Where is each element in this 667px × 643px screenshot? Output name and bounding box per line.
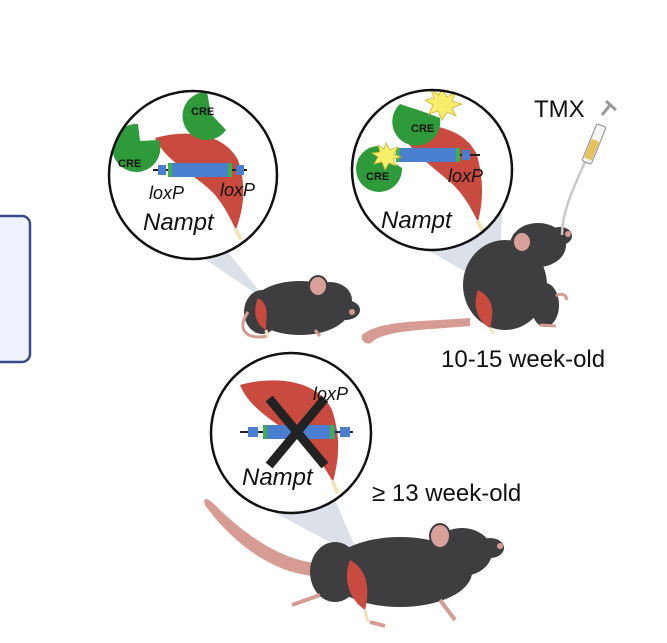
side-box	[0, 214, 32, 364]
gene-label-1: Nampt	[143, 209, 215, 236]
cross-line-2	[265, 395, 329, 469]
zoom-circle-1	[107, 89, 279, 261]
loxp-label-2: loxP	[448, 166, 483, 186]
gene-label-3: Nampt	[242, 464, 314, 491]
cre-enzyme-2a	[392, 104, 441, 146]
cre-enzyme-2b	[356, 145, 403, 192]
mouse-1	[241, 275, 360, 339]
cre-label-1a: CRE	[118, 158, 141, 170]
loxp-label-3: loxP	[313, 384, 348, 404]
tmx-label: TMX	[534, 96, 585, 123]
gene-bar-2	[398, 148, 456, 162]
muscle-1	[155, 133, 244, 230]
gene-bar-1	[170, 163, 230, 177]
cre-label-2b: CRE	[366, 171, 389, 183]
age-label-3: ≥ 13 week-old	[372, 480, 521, 507]
age-label-2: 10-15 week-old	[441, 346, 605, 373]
star-2b	[370, 142, 403, 171]
star-2a	[423, 90, 464, 121]
cre-label-2a: CRE	[411, 123, 434, 135]
zoom-circle-2	[350, 88, 514, 252]
cre-enzyme-1b	[182, 91, 226, 140]
loxp-label-1b: loxP	[220, 180, 255, 200]
mouse-2	[361, 223, 572, 344]
zoom-circle-3	[209, 351, 373, 515]
cre-label-1b: CRE	[191, 106, 214, 118]
tmx-syringe	[560, 99, 618, 236]
loxp-label-1a: loxP	[149, 183, 184, 203]
mouse-3	[204, 498, 504, 628]
mouse-2-tail	[361, 318, 470, 344]
cre-enzyme-1a	[112, 123, 161, 172]
gene-label-2: Nampt	[381, 207, 453, 234]
